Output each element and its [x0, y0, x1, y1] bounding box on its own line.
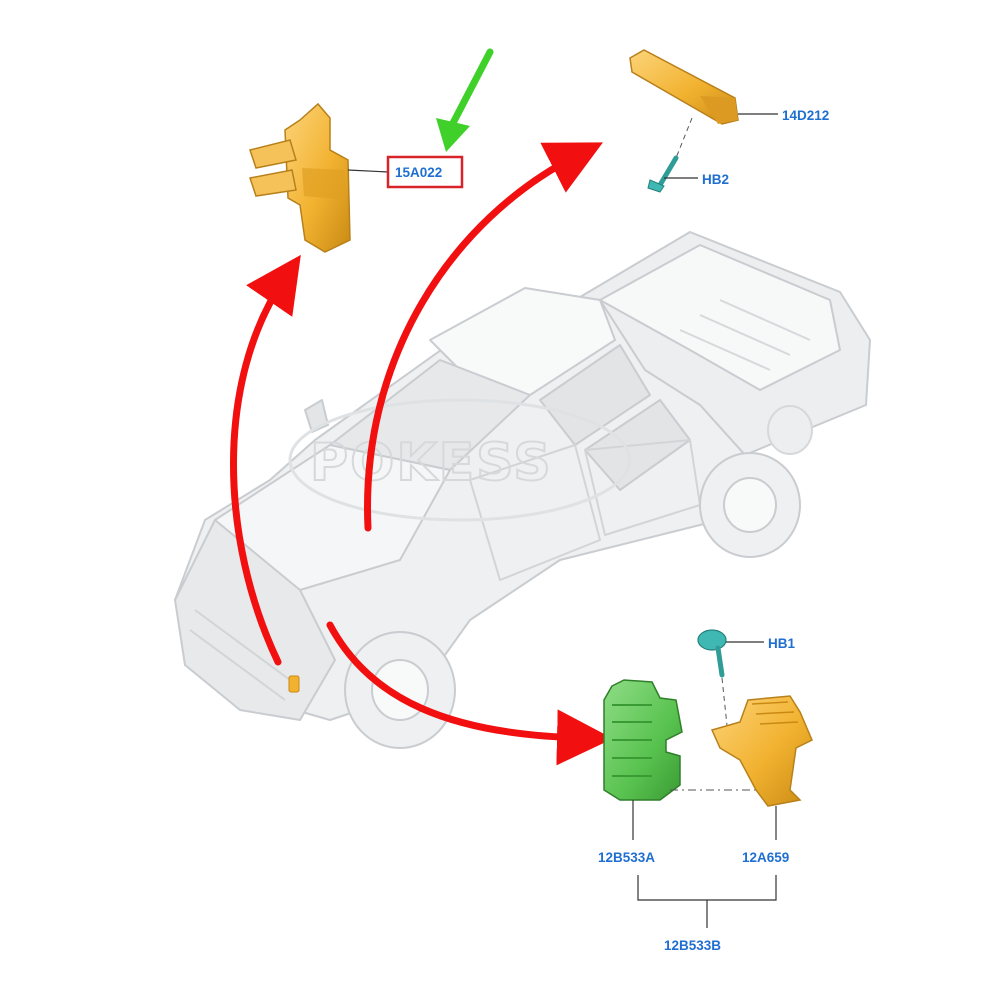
module-12B533A-illustration	[603, 679, 683, 801]
green-pointer-arrow	[436, 48, 494, 152]
highlight-box	[386, 155, 464, 189]
bracket-12A659-illustration	[710, 695, 813, 807]
label-12A659[interactable]: 12A659	[742, 850, 789, 865]
bottom-callout-lines	[632, 800, 777, 928]
leader-15A022	[347, 169, 389, 173]
label-hb1[interactable]: HB1	[768, 636, 795, 651]
label-hb2[interactable]: HB2	[702, 172, 729, 187]
part-14D212-illustration	[629, 49, 739, 125]
bolt-hb2-illustration	[647, 155, 679, 193]
arrow-to-bracket-14D212	[364, 142, 603, 532]
watermark-text: POKESS	[310, 433, 553, 493]
vehicle-ghost-illustration	[174, 231, 871, 749]
part-15A022-illustration	[249, 102, 351, 253]
label-14D212[interactable]: 14D212	[782, 108, 829, 123]
label-12B533A[interactable]: 12B533A	[598, 850, 655, 865]
bolt-hb1-illustration	[697, 629, 727, 678]
arrow-to-part-15A022	[230, 254, 301, 666]
location-arrows	[230, 142, 613, 766]
label-12B533B[interactable]: 12B533B	[664, 938, 721, 953]
label-15A022[interactable]: 15A022	[395, 165, 442, 180]
watermark: POKESS	[288, 398, 632, 522]
arrow-to-module-assembly	[326, 621, 613, 766]
